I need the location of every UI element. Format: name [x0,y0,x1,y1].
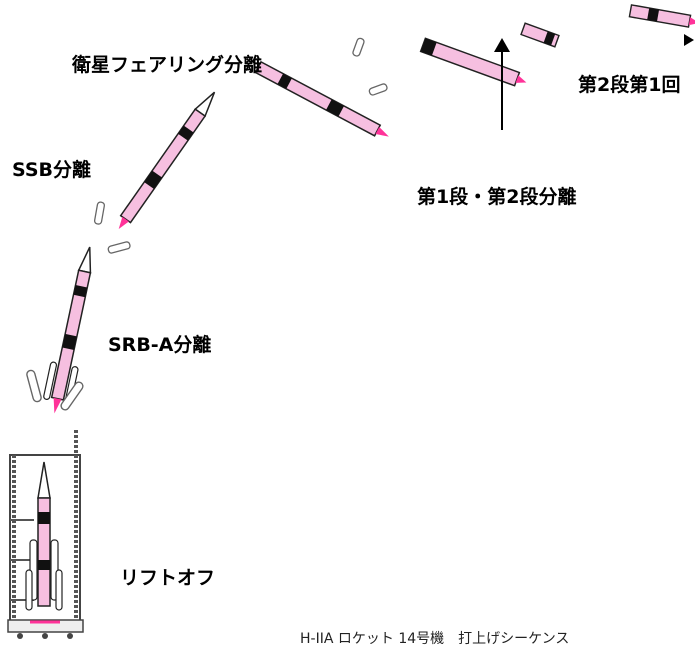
arrowhead-stage2 [684,34,694,46]
arrowhead-stage-separation [494,38,510,52]
srb-booster-left [26,369,42,403]
rocket-fairing-separation [254,60,389,137]
ssb-right [107,241,131,254]
rocket-liftoff [25,461,63,611]
srb-booster-right [60,381,84,411]
label-stage-separation: 第1段・第2段分離 [417,186,577,208]
label-stage2-first-burn: 第2段第1回 [578,74,681,96]
label-srb-separation: SRB-A分離 [108,334,212,356]
label-liftoff: リフトオフ [120,567,216,589]
fairing-half-top [352,37,365,57]
rocket-stage-separation [419,37,527,87]
launch-pad [7,430,84,639]
upper-stage-separated [520,22,560,48]
label-fairing-separation: 衛星フェアリング分離 [72,54,263,76]
rocket-srb-separation [43,246,92,414]
figure-caption: H-IIA ロケット 14号機 打上げシーケンス [300,631,570,647]
ssb-left [93,201,106,225]
rocket-stage2-burn [628,4,695,28]
label-ssb-separation: SSB分離 [12,159,91,181]
fairing-half-bottom [368,83,388,96]
rocket-ssb-separation [118,91,216,229]
